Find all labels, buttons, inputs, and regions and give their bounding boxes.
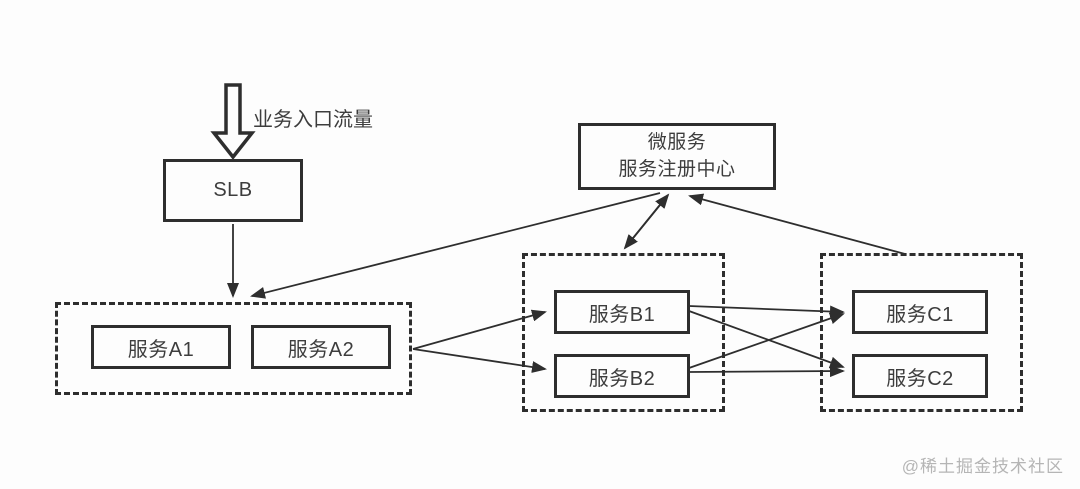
service-c2-label: 服务C2 (886, 367, 954, 390)
service-b2-label: 服务B2 (588, 367, 656, 390)
service-b1-label: 服务B1 (588, 303, 656, 326)
service-c1-node: 服务C1 (852, 290, 988, 334)
service-b1-node: 服务B1 (554, 290, 690, 334)
edge-registry-to-group-a (250, 192, 661, 299)
edge-b1-to-c2 (688, 310, 845, 369)
service-a2-node: 服务A2 (251, 325, 391, 369)
entry-flow-label: 业务入口流量 (253, 109, 373, 131)
registry-node: 微服务 服务注册中心 (578, 123, 776, 190)
registry-label-line2: 服务注册中心 (618, 158, 736, 180)
edge-group-b-to-registry (624, 193, 670, 249)
registry-label: 微服务 服务注册中心 (618, 130, 735, 183)
edge-b2-to-c1 (688, 312, 845, 369)
edge-b1-to-c1 (688, 305, 845, 318)
service-group-a: 服务A1 服务A2 (55, 302, 412, 395)
service-group-c: 服务C1 服务C2 (820, 253, 1023, 412)
watermark-text: @稀土掘金技术社区 (901, 457, 1064, 476)
slb-node: SLB (163, 159, 303, 222)
service-c1-label: 服务C1 (886, 303, 954, 326)
registry-label-line1: 微服务 (647, 131, 707, 153)
edge-b2-to-c2 (688, 365, 845, 378)
service-c2-node: 服务C2 (852, 354, 988, 398)
service-a1-node: 服务A1 (91, 325, 231, 369)
service-a2-label: 服务A2 (287, 338, 355, 361)
entry-traffic-block-arrow-icon (210, 83, 256, 160)
service-group-b: 服务B1 服务B2 (522, 253, 725, 412)
service-a1-label: 服务A1 (127, 338, 195, 361)
slb-label: SLB (213, 179, 253, 201)
service-b2-node: 服务B2 (554, 354, 690, 398)
edge-group-c-to-registry (688, 193, 906, 255)
